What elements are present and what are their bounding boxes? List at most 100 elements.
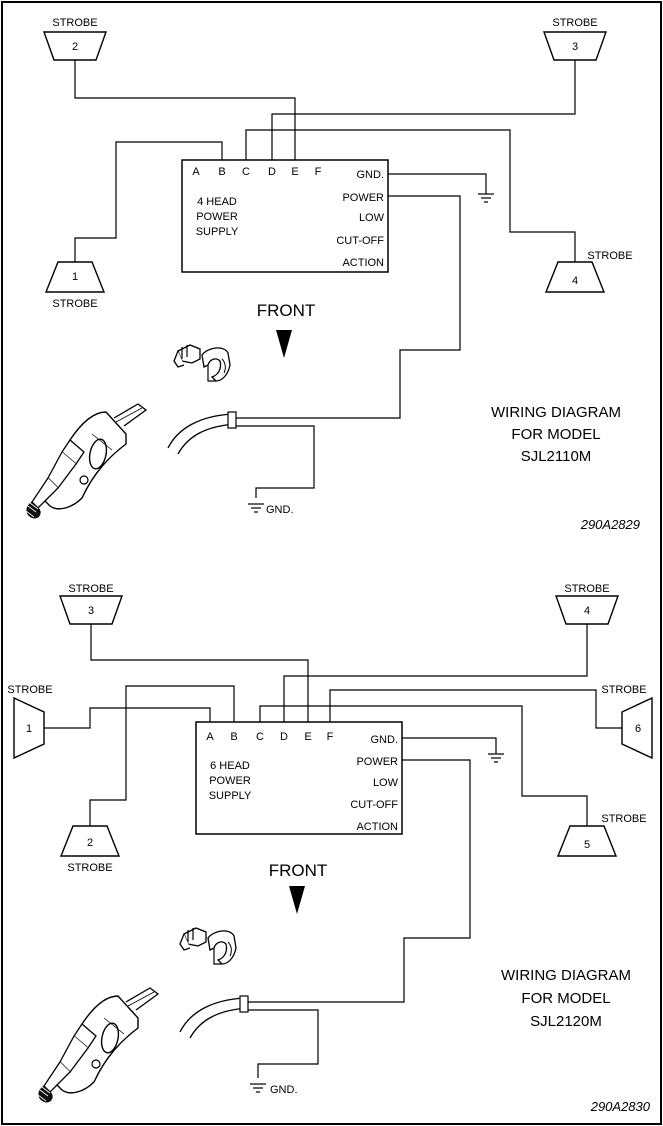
terminal-f: F (315, 166, 322, 178)
output-cutoff-label: CUT-OFF (350, 799, 398, 811)
title-line: FOR MODEL (511, 426, 600, 443)
wire-top-strobe2-e (74, 60, 296, 160)
ground-symbol (249, 1083, 267, 1093)
terminal-e: E (304, 731, 311, 743)
cigarette-plug-icon (37, 987, 249, 1103)
output-power-label: POWER (342, 192, 384, 204)
plug-gnd-label: GND. (266, 504, 294, 516)
terminal-a: A (192, 166, 200, 178)
power-supply-box (195, 721, 403, 835)
strobe-head-1: 1 STROBE (44, 261, 106, 310)
ground-symbol (487, 753, 505, 763)
terminal-a: A (206, 731, 214, 743)
wire-top-strobe4-d (245, 129, 576, 262)
power-supply-box (181, 159, 389, 273)
strobe-head-1: STROBE 1 (7, 684, 53, 760)
wire-bottom-strobe2-b (89, 685, 235, 826)
svg-text:3: 3 (572, 41, 578, 53)
title-line: SJL2120M (530, 1013, 602, 1030)
plug-gnd-label: GND. (270, 1084, 298, 1096)
svg-text:STROBE: STROBE (564, 583, 609, 595)
svg-text:4: 4 (572, 275, 578, 287)
supply-label-line: SUPPLY (196, 226, 239, 238)
wire-bottom-plug-gnd (246, 1009, 319, 1078)
title-line: FOR MODEL (521, 990, 610, 1007)
wire-top-gnd (388, 173, 487, 194)
mounting-clip-icon (179, 927, 237, 965)
wire-bottom-gnd (402, 737, 497, 754)
output-low-label: LOW (359, 212, 385, 224)
svg-text:2: 2 (87, 837, 93, 849)
strobe-head-5: STROBE 5 (556, 813, 647, 857)
output-low-label: LOW (373, 777, 399, 789)
wire-top-strobe1-b (74, 141, 223, 262)
strobe-head-2: STROBE 2 (43, 17, 107, 61)
supply-label-line: SUPPLY (209, 790, 252, 802)
svg-text:STROBE: STROBE (601, 813, 646, 825)
wire-bottom-strobe1-a (44, 707, 211, 729)
wire-bottom-strobe5-c (259, 705, 588, 826)
svg-text:5: 5 (584, 839, 590, 851)
supply-label-line: POWER (209, 775, 251, 787)
supply-label-line: 4 HEAD (197, 196, 237, 208)
title-line: WIRING DIAGRAM (491, 404, 621, 421)
ground-symbol (247, 503, 265, 513)
terminal-b: B (218, 166, 225, 178)
svg-text:STROBE: STROBE (601, 684, 646, 696)
wire-top-plug-gnd (232, 425, 315, 498)
svg-text:4: 4 (584, 605, 590, 617)
terminal-b: B (230, 731, 237, 743)
wire-bottom-strobe4-d (283, 624, 588, 722)
ground-symbol (477, 193, 495, 203)
svg-text:STROBE: STROBE (52, 298, 97, 310)
svg-text:STROBE: STROBE (587, 250, 632, 262)
strobe-head-3: STROBE 3 (59, 583, 123, 625)
output-power-label: POWER (356, 756, 398, 768)
wire-bottom-power (246, 759, 471, 1003)
svg-text:STROBE: STROBE (552, 17, 597, 29)
strobe-head-4: STROBE 4 (555, 583, 619, 625)
svg-text:1: 1 (72, 271, 78, 283)
svg-text:STROBE: STROBE (68, 583, 113, 595)
wire-top-power (232, 195, 461, 419)
front-label: FRONT (257, 301, 316, 320)
diagram-sjl2110m: A B C D E F 4 HEAD POWER SUPPLY GND. POW… (25, 17, 640, 532)
terminal-c: C (256, 731, 264, 743)
svg-text:STROBE: STROBE (52, 17, 97, 29)
terminal-f: F (327, 731, 334, 743)
front-label: FRONT (269, 861, 328, 880)
strobe-head-3: STROBE 3 (543, 17, 607, 61)
svg-text:1: 1 (26, 723, 32, 735)
strobe-head-4: STROBE 4 (544, 250, 633, 293)
part-number: 290A2830 (590, 1099, 651, 1114)
svg-text:STROBE: STROBE (67, 862, 112, 874)
svg-text:6: 6 (635, 723, 641, 735)
output-gnd-label: GND. (357, 169, 385, 181)
terminal-d: D (268, 166, 276, 178)
output-gnd-label: GND. (371, 734, 399, 746)
front-arrow-icon (276, 330, 292, 358)
terminal-e: E (291, 166, 298, 178)
diagram-sjl2120m: A B C D E F 6 HEAD POWER SUPPLY GND. POW… (7, 583, 653, 1114)
wire-bottom-strobe6-f (329, 689, 622, 729)
supply-label-line: 6 HEAD (210, 760, 250, 772)
output-cutoff-label: CUT-OFF (336, 235, 384, 247)
wire-top-strobe3-c (271, 60, 576, 160)
title-line: WIRING DIAGRAM (501, 967, 631, 984)
cigarette-plug-icon (25, 403, 237, 519)
svg-text:3: 3 (88, 605, 94, 617)
strobe-head-2: 2 STROBE (59, 825, 121, 874)
output-action-label: ACTION (356, 821, 398, 833)
title-line: SJL2110M (521, 448, 592, 465)
terminal-c: C (242, 166, 250, 178)
output-action-label: ACTION (342, 257, 384, 269)
strobe-head-6: STROBE 6 (601, 684, 653, 760)
svg-text:2: 2 (72, 41, 78, 53)
part-number: 290A2829 (580, 517, 640, 532)
mounting-clip-icon (173, 344, 231, 382)
svg-text:STROBE: STROBE (7, 684, 52, 696)
wire-bottom-strobe3-e (90, 624, 309, 722)
terminal-d: D (280, 731, 288, 743)
